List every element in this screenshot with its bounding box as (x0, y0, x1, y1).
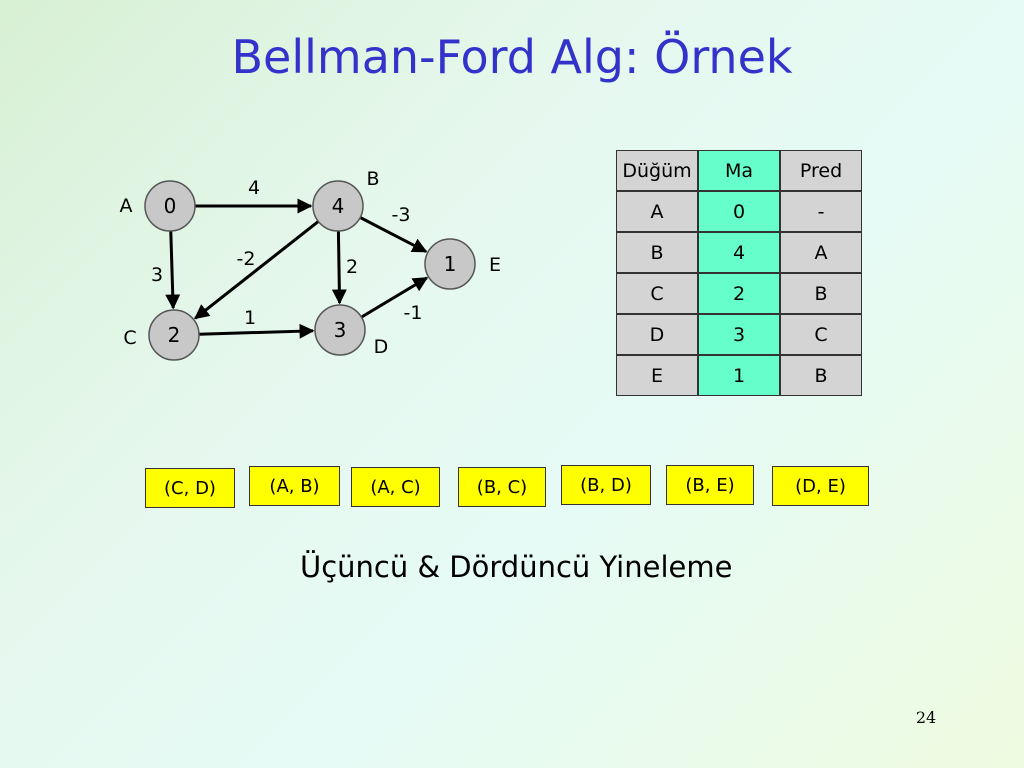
edge-b-e (359, 216, 428, 253)
table-row: C 2 B (616, 273, 862, 314)
edge-weight-a-b: 4 (248, 177, 260, 199)
table-row: B 4 A (616, 232, 862, 273)
node-label-d: D (374, 336, 389, 358)
iteration-caption: Üçüncü & Dördüncü Yineleme (300, 550, 733, 584)
table-cell-distance: 0 (698, 191, 780, 232)
distance-table: Düğüm Ma Pred A 0 - B 4 A C 2 B D 3 C E … (616, 150, 862, 396)
node-c (148, 309, 200, 361)
table-cell-distance: 1 (698, 355, 780, 396)
edge-c-d (198, 323, 315, 339)
edge-order-list: (C, D) (A, B) (A, C) (B, C) (B, D) (B, E… (0, 465, 1024, 516)
node-e (424, 238, 476, 290)
edge-order-item: (A, C) (351, 467, 440, 507)
table-cell-pred: - (780, 191, 862, 232)
edge-a-c (165, 230, 181, 310)
node-value-d: 3 (334, 318, 347, 342)
table-cell-distance: 4 (698, 232, 780, 273)
table-row: D 3 C (616, 314, 862, 355)
table-cell-distance: 3 (698, 314, 780, 355)
table-row: A 0 - (616, 191, 862, 232)
slide-title: Bellman-Ford Alg: Örnek (231, 30, 793, 84)
edge-weight-a-c: 3 (151, 264, 163, 286)
header-distance: Ma (698, 150, 780, 191)
edge-weight-c-d: 1 (244, 307, 256, 329)
node-label-a: A (120, 195, 133, 217)
node-value-b: 4 (332, 194, 345, 218)
node-value-e: 1 (444, 252, 457, 276)
table-header-row: Düğüm Ma Pred (616, 150, 862, 191)
table-cell-pred: B (780, 355, 862, 396)
edge-order-item: (D, E) (772, 466, 869, 506)
edge-weight-d-e: -1 (404, 302, 423, 324)
node-label-c: C (123, 327, 136, 349)
node-d (314, 304, 366, 356)
edge-d-e (360, 276, 429, 319)
header-node: Düğüm (616, 150, 698, 191)
table-cell-node: B (616, 232, 698, 273)
edge-order-item: (B, C) (458, 467, 546, 507)
table-cell-pred: B (780, 273, 862, 314)
node-label-b: B (366, 168, 379, 190)
edge-order-item: (B, E) (666, 465, 754, 505)
edge-b-c (194, 220, 320, 320)
table-row: E 1 B (616, 355, 862, 396)
edge-order-item: (B, D) (561, 465, 651, 505)
table-cell-node: D (616, 314, 698, 355)
table-cell-pred: C (780, 314, 862, 355)
table-cell-node: C (616, 273, 698, 314)
node-value-c: 2 (168, 323, 181, 347)
edge-b-d (331, 230, 347, 305)
edge-order-item: (C, D) (145, 468, 235, 508)
page-number: 24 (915, 708, 937, 727)
node-b (312, 180, 364, 232)
edge-order-item: (A, B) (249, 466, 340, 506)
node-label-e: E (489, 254, 501, 276)
table-cell-pred: A (780, 232, 862, 273)
table-cell-node: A (616, 191, 698, 232)
header-pred: Pred (780, 150, 862, 191)
table-cell-distance: 2 (698, 273, 780, 314)
node-value-a: 0 (164, 194, 177, 218)
edge-weight-b-c: -2 (237, 248, 256, 270)
edge-weight-b-e: -3 (392, 204, 411, 226)
node-a (144, 180, 196, 232)
table-cell-node: E (616, 355, 698, 396)
edge-weight-b-d: 2 (346, 256, 358, 278)
